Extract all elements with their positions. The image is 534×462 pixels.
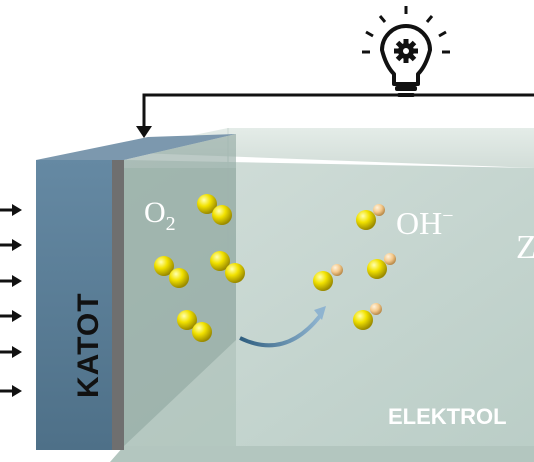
hydroxide-ions xyxy=(313,204,396,330)
o2-molecule xyxy=(210,251,245,283)
air-inflow-arrow-icon xyxy=(0,239,22,251)
oh-ion xyxy=(356,204,385,230)
oh-ion xyxy=(313,264,343,291)
air-inflow-arrow-icon xyxy=(0,310,22,322)
hydroxide-label: OH− xyxy=(396,205,454,241)
air-inflow-arrows xyxy=(0,204,22,397)
air-inflow-arrow-icon xyxy=(0,385,22,397)
air-inflow-arrow-icon xyxy=(0,204,22,216)
o2-molecule xyxy=(197,194,232,225)
o2-molecule xyxy=(177,310,212,342)
partial-right-label: Z xyxy=(516,229,534,266)
o2-molecule xyxy=(154,256,189,288)
air-inflow-arrow-icon xyxy=(0,275,22,287)
oh-ion xyxy=(353,303,382,330)
oxygen-label: O2 xyxy=(144,196,176,235)
oxygen-molecules xyxy=(154,194,245,342)
air-inflow-arrow-icon xyxy=(0,346,22,358)
oh-ion xyxy=(367,253,396,279)
lightbulb-gear-icon xyxy=(362,6,450,97)
reaction-arrow xyxy=(239,306,326,348)
electrolyte-label: ELEKTROL xyxy=(388,404,507,429)
cathode-label: KATOT xyxy=(72,292,105,398)
